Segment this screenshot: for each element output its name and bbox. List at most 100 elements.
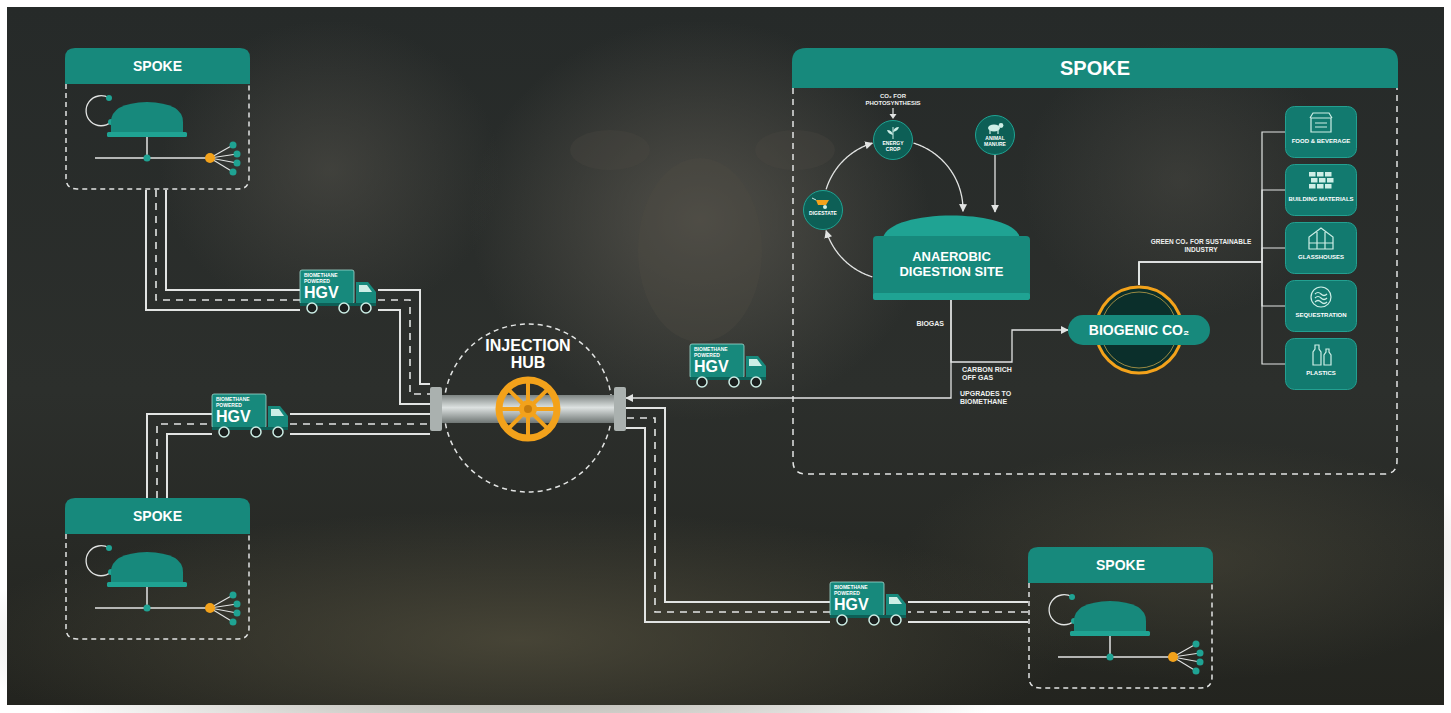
flow-line	[914, 143, 963, 211]
flow-line	[626, 300, 951, 398]
spoke-outline	[66, 534, 249, 639]
spoke-outline	[66, 84, 249, 189]
spoke-branch-dot	[230, 142, 237, 149]
truck-cab	[268, 406, 288, 428]
node-text: BIOMETHANE POWERED	[834, 585, 878, 596]
road-connector	[378, 300, 430, 394]
truck-cab	[356, 282, 376, 304]
road-centre-line	[378, 300, 430, 394]
flow-connector	[1139, 248, 1285, 285]
spoke-branch-dot	[1193, 641, 1200, 648]
node-shape	[1285, 222, 1357, 274]
node-shape	[1285, 164, 1357, 216]
spoke-header	[65, 48, 250, 84]
flow-connector	[826, 231, 872, 277]
flow-line	[826, 231, 872, 277]
crop-leaf	[887, 130, 893, 135]
truck-wheel	[751, 377, 761, 387]
industry-box	[1286, 165, 1357, 216]
panel-node: SPOKEENERGY CROPANIMAL MANUREDIGESTATEAN…	[792, 48, 1398, 475]
spoke-digester-dome	[111, 552, 183, 584]
truck-cab	[746, 356, 766, 378]
node-text: PLASTICS	[1288, 370, 1354, 377]
road-connector	[908, 612, 1028, 613]
digester-dome	[883, 216, 1020, 239]
node-text: DIGESTATE	[806, 211, 840, 217]
truck-wheel	[339, 303, 349, 313]
shop-icon	[1310, 113, 1332, 132]
industry-box	[1286, 223, 1357, 274]
truck-cargo	[830, 582, 884, 616]
panel-header	[792, 48, 1398, 88]
valve-wheel	[499, 380, 557, 438]
co2-node: BIOGENIC CO₂	[1068, 285, 1210, 375]
spoke-pipe-dot	[1107, 654, 1114, 661]
flow-connector	[995, 155, 996, 212]
road-edge	[908, 601, 1028, 623]
flow-line	[951, 300, 1068, 362]
truck-wheel	[729, 377, 739, 387]
flow-connector	[914, 143, 963, 211]
road-edge	[157, 424, 212, 498]
hub-node: INJECTION HUB	[430, 323, 626, 493]
edge-label: UPGRADES TO BIOMETHANE	[960, 390, 1032, 407]
animal-head	[999, 123, 1004, 128]
annotation-box: GREEN CO₂ FOR SUSTAINABLE INDUSTRY	[1146, 238, 1256, 254]
industry-box	[1286, 281, 1357, 332]
bottle-icon	[1324, 349, 1331, 365]
truck-node: BIOMETHANE POWEREDHGV	[212, 394, 290, 440]
truck-wheel	[697, 377, 707, 387]
node-text: SPOKE	[65, 498, 250, 534]
spoke-branch-dot	[234, 160, 241, 167]
node-shape	[975, 115, 1015, 155]
truck-window	[359, 285, 372, 292]
road-centre-line	[908, 611, 1028, 613]
spoke-branch-dot	[230, 619, 237, 626]
industry-box	[1286, 339, 1357, 390]
photosynthesis-arrowhead	[890, 114, 897, 119]
node-text: BIOGENIC CO₂	[1068, 316, 1210, 344]
industry-box	[1286, 107, 1357, 158]
road-edge	[290, 413, 430, 435]
brick-icon	[1309, 184, 1316, 189]
spoke-junction	[205, 153, 215, 163]
spoke-node: SPOKE	[1028, 547, 1213, 689]
spoke-pipe	[95, 134, 210, 158]
road-edge	[378, 300, 430, 394]
brick-icon	[1325, 172, 1332, 177]
truck-wheel	[273, 427, 283, 437]
node-shape	[803, 190, 843, 230]
barrow-wheel	[823, 205, 827, 209]
spoke-header	[1028, 547, 1213, 583]
annotation: BIOGAS	[896, 320, 944, 328]
truck-window	[271, 409, 284, 416]
digester-body	[873, 236, 1030, 300]
truck-node: BIOMETHANE POWEREDHGV	[690, 344, 768, 390]
flow-connector	[826, 143, 872, 189]
road-edge	[626, 418, 830, 612]
road-connector	[157, 424, 212, 498]
branch-line	[1139, 248, 1285, 285]
sequestration-wave	[1315, 293, 1327, 304]
spoke-pipe	[95, 584, 210, 608]
icon-node: DIGESTATE	[803, 190, 843, 230]
road-connector	[156, 190, 300, 300]
truck-wheel	[219, 427, 229, 437]
edge-label: CARBON RICH OFF GAS	[962, 366, 1024, 383]
road-centre-line	[626, 418, 830, 612]
flow-line	[994, 155, 995, 212]
animal-legs	[990, 130, 998, 134]
node-text: INJECTION HUB	[478, 338, 578, 372]
branch-line	[1139, 190, 1285, 285]
node-text: ENERGY CROP	[876, 141, 910, 152]
pipe-flange	[614, 387, 626, 431]
road-centre-line	[156, 190, 300, 300]
spoke-outline	[1029, 583, 1212, 688]
node-text: GLASSHOUSES	[1288, 254, 1354, 261]
truck-window	[889, 597, 902, 604]
road-edge	[156, 190, 300, 300]
spoke-loop-arrow	[86, 96, 111, 126]
road-centre-line	[290, 423, 430, 425]
valve-hub	[519, 400, 537, 418]
